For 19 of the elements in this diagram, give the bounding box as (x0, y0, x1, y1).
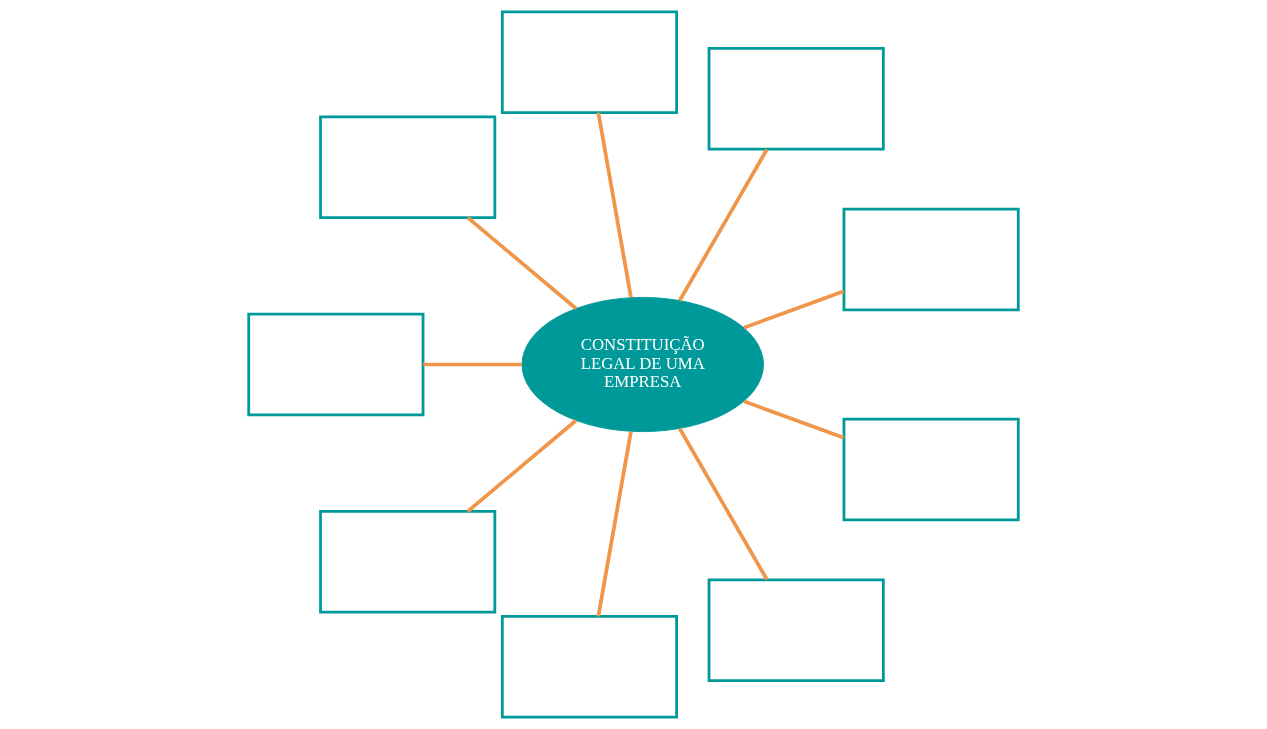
connector (743, 289, 845, 330)
connector (678, 427, 769, 581)
connector (596, 431, 633, 617)
node-box (247, 312, 425, 417)
node-box (842, 207, 1020, 312)
connector (678, 148, 769, 302)
node-box (842, 417, 1020, 522)
node-box (500, 614, 678, 719)
connector (466, 419, 578, 513)
node-ellipse: CONSTITUIÇÃO LEGAL DE UMA EMPRESA (521, 296, 764, 433)
node-box (500, 10, 678, 115)
node-box (707, 578, 885, 682)
connector (423, 362, 522, 367)
node-box (319, 510, 497, 614)
connector (466, 216, 578, 310)
node-box (707, 47, 885, 151)
connector (596, 112, 633, 298)
node-box (319, 115, 497, 219)
connector (743, 399, 845, 440)
